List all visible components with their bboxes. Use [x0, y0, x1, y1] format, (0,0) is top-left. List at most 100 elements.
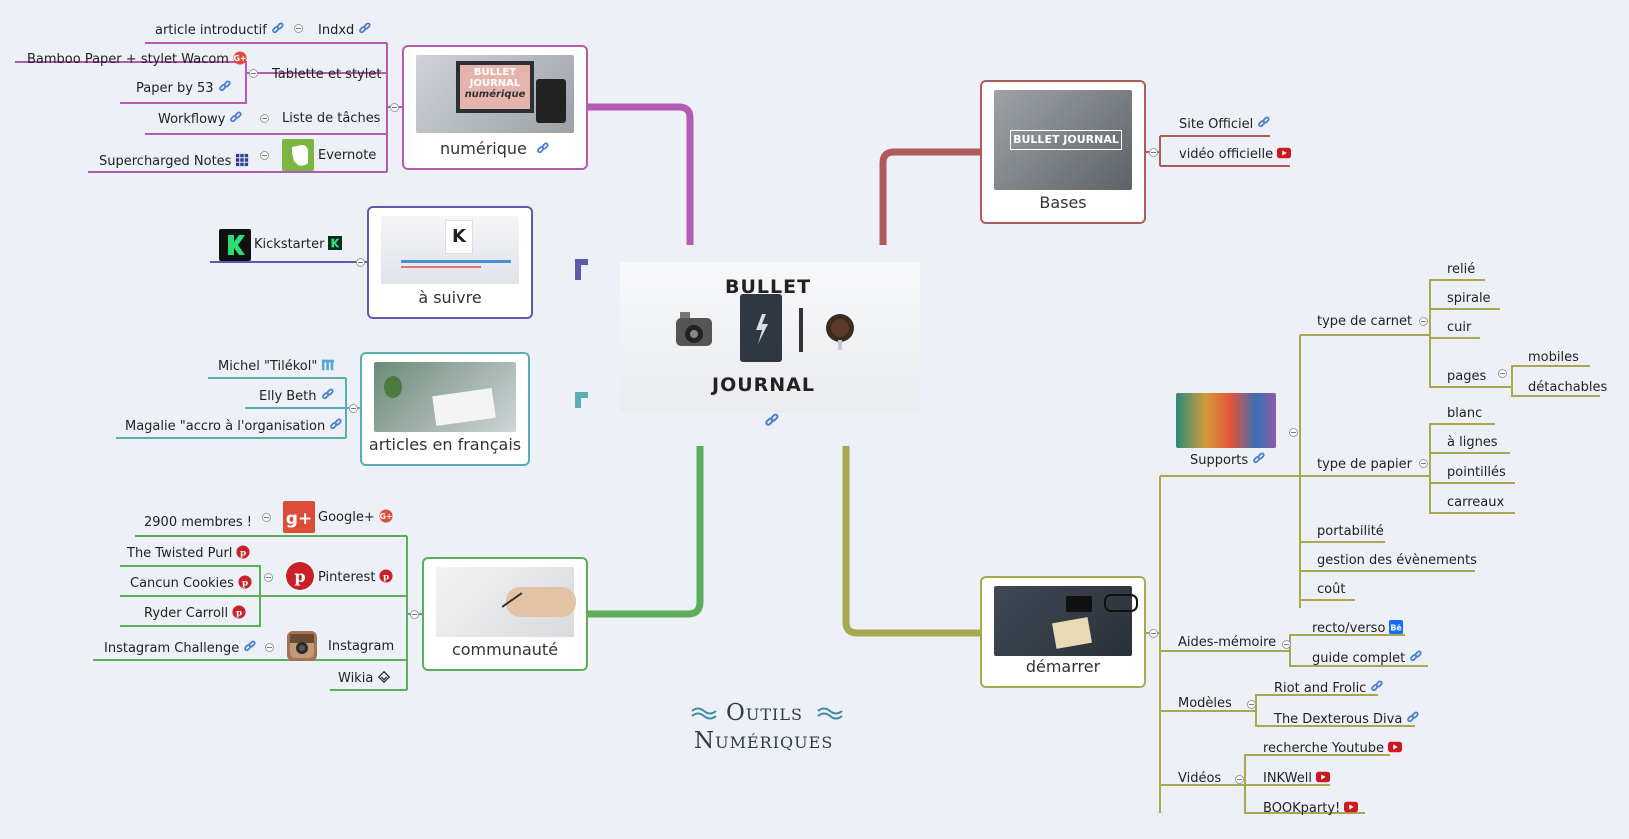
- topic-type-carnet[interactable]: type de carnet: [1317, 314, 1413, 329]
- pinterest-icon[interactable]: p: [236, 545, 250, 559]
- topic-portabilite[interactable]: portabilité: [1317, 524, 1384, 539]
- topic-paper-by-53[interactable]: Paper by 53: [136, 80, 232, 97]
- topic-site-officiel[interactable]: Site Officiel: [1179, 116, 1271, 133]
- topic-cout[interactable]: coût: [1317, 582, 1346, 597]
- central-link-icon[interactable]: [764, 413, 780, 429]
- collapse-toggle[interactable]: [294, 24, 303, 33]
- topic-supercharged-notes[interactable]: Supercharged Notes: [99, 153, 249, 170]
- collapse-toggle[interactable]: [1289, 428, 1298, 437]
- topic-type-papier[interactable]: type de papier: [1317, 457, 1412, 472]
- collapse-toggle[interactable]: [260, 151, 269, 160]
- collapse-toggle[interactable]: [262, 513, 271, 522]
- google-plus-icon[interactable]: G+: [233, 51, 247, 65]
- collapse-toggle[interactable]: [1247, 700, 1256, 709]
- topic-videos[interactable]: Vidéos: [1178, 771, 1222, 786]
- pinterest-icon[interactable]: p: [379, 569, 393, 583]
- behance-icon[interactable]: Bē: [1389, 620, 1404, 634]
- node-a-suivre[interactable]: K à suivre: [367, 206, 533, 319]
- collapse-toggle[interactable]: [249, 69, 258, 78]
- collapse-toggle[interactable]: [1419, 459, 1428, 468]
- collapse-toggle[interactable]: [1149, 148, 1158, 157]
- collapse-toggle[interactable]: [264, 573, 273, 582]
- topic-michel-tilekol[interactable]: Michel "Tilékol": [218, 358, 335, 375]
- node-articles[interactable]: articles en français: [360, 352, 530, 466]
- topic-wikia[interactable]: Wikia: [338, 670, 391, 687]
- collapse-toggle[interactable]: [356, 258, 365, 267]
- topic-blanc[interactable]: blanc: [1447, 406, 1483, 421]
- link-icon[interactable]: [218, 80, 232, 94]
- topic-instagram-challenge[interactable]: Instagram Challenge: [104, 640, 257, 657]
- link-icon[interactable]: [229, 111, 243, 125]
- link-icon[interactable]: [536, 142, 550, 156]
- topic-riot-frolic[interactable]: Riot and Frolic: [1274, 680, 1384, 697]
- topic-cuir[interactable]: cuir: [1447, 320, 1472, 335]
- topic-guide-complet[interactable]: guide complet: [1312, 650, 1423, 667]
- youtube-icon[interactable]: [1388, 740, 1403, 754]
- central-topic-image[interactable]: BULLET JOURNAL: [620, 262, 920, 412]
- collapse-toggle[interactable]: [1235, 775, 1244, 784]
- topic-mobiles[interactable]: mobiles: [1528, 350, 1579, 365]
- topic-modeles[interactable]: Modèles: [1178, 696, 1232, 711]
- youtube-icon[interactable]: [1277, 146, 1292, 160]
- topic-tablette-stylet[interactable]: Tablette et stylet: [272, 67, 382, 82]
- topic-dexterous-diva[interactable]: The Dexterous Diva: [1274, 711, 1420, 728]
- collapse-toggle[interactable]: [1282, 640, 1291, 649]
- node-numerique[interactable]: BULLET JOURNAL numérique numérique: [402, 45, 588, 170]
- topic-google-plus[interactable]: Google+G+: [318, 509, 393, 525]
- link-icon[interactable]: [1370, 680, 1384, 694]
- topic-recherche-youtube[interactable]: recherche Youtube: [1263, 740, 1403, 757]
- link-icon[interactable]: [1406, 711, 1420, 725]
- topic-article-introductif[interactable]: article introductif: [155, 22, 285, 39]
- link-icon[interactable]: [321, 388, 335, 402]
- pinterest-icon[interactable]: p: [238, 575, 252, 589]
- topic-evernote[interactable]: Evernote: [318, 148, 377, 163]
- google-plus-icon[interactable]: G+: [379, 509, 393, 523]
- topic-relie[interactable]: relié: [1447, 262, 1476, 277]
- topic-bookparty[interactable]: BOOKparty!: [1263, 800, 1359, 817]
- topic-elly-beth[interactable]: Elly Beth: [259, 388, 335, 405]
- link-icon[interactable]: [329, 418, 343, 432]
- grid-icon[interactable]: [235, 153, 249, 167]
- topic-gestion-evenements[interactable]: gestion des évènements: [1317, 553, 1477, 568]
- collapse-toggle[interactable]: [410, 610, 419, 619]
- link-icon[interactable]: [1409, 650, 1423, 664]
- topic-2900-membres[interactable]: 2900 membres !: [144, 515, 252, 530]
- youtube-icon[interactable]: [1344, 800, 1359, 814]
- topic-indxd[interactable]: Indxd: [318, 22, 372, 39]
- topic-detachables[interactable]: détachables: [1528, 380, 1608, 395]
- kickstarter-icon[interactable]: [328, 236, 343, 250]
- topic-kickstarter[interactable]: Kickstarter: [254, 236, 343, 253]
- topic-magalie[interactable]: Magalie "accro à l'organisation: [125, 418, 343, 435]
- node-demarrer[interactable]: démarrer: [980, 576, 1146, 688]
- collapse-toggle[interactable]: [1498, 369, 1507, 378]
- topic-video-officielle[interactable]: vidéo officielle: [1179, 146, 1292, 163]
- collapse-toggle[interactable]: [390, 103, 399, 112]
- topic-a-lignes[interactable]: à lignes: [1447, 435, 1498, 450]
- collapse-toggle[interactable]: [260, 114, 269, 123]
- collapse-toggle[interactable]: [1419, 317, 1428, 326]
- topic-supports[interactable]: Supports: [1190, 452, 1266, 469]
- topic-spirale[interactable]: spirale: [1447, 291, 1491, 306]
- topic-inkwell[interactable]: INKWell: [1263, 770, 1330, 787]
- link-icon[interactable]: [358, 22, 372, 36]
- topic-liste-taches[interactable]: Liste de tâches: [282, 111, 381, 126]
- collapse-toggle[interactable]: [1149, 629, 1158, 638]
- topic-workflowy[interactable]: Workflowy: [158, 111, 243, 128]
- topic-pages[interactable]: pages: [1447, 369, 1487, 384]
- link-icon[interactable]: [1257, 116, 1271, 130]
- flag-icon[interactable]: [321, 358, 335, 372]
- link-icon[interactable]: [271, 22, 285, 36]
- youtube-icon[interactable]: [1315, 770, 1330, 784]
- node-bases[interactable]: BULLET JOURNAL Bases: [980, 80, 1146, 224]
- topic-aides-memoire[interactable]: Aides-mémoire: [1178, 635, 1277, 650]
- link-icon[interactable]: [1252, 452, 1266, 466]
- topic-instagram[interactable]: Instagram: [328, 639, 395, 654]
- pinterest-icon[interactable]: p: [232, 605, 246, 619]
- topic-pointilles[interactable]: pointillés: [1447, 465, 1506, 480]
